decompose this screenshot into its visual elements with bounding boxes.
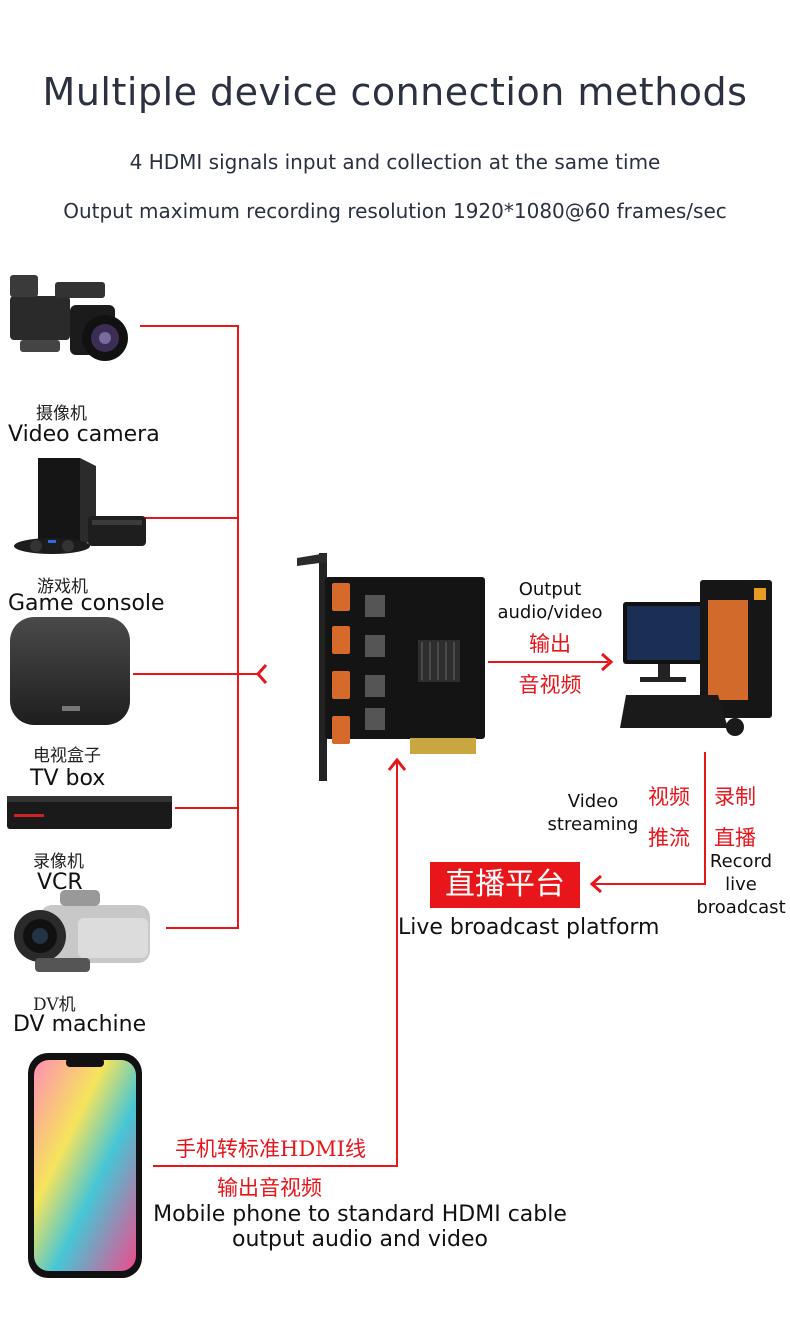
output-label-en-line1: Output	[518, 579, 582, 600]
capture-card-icon	[297, 553, 485, 781]
record-label-cn-line1: 录制	[714, 785, 756, 809]
device-label-cn-dv-machine: DV机	[33, 995, 76, 1015]
live-platform-label: Live broadcast platform	[398, 915, 660, 940]
desktop-pc-icon	[620, 580, 772, 736]
subtitle-resolution: Output maximum recording resolution 1920…	[63, 199, 727, 223]
record-label-en-line2: live	[725, 874, 757, 895]
dv-camcorder-icon	[14, 890, 150, 972]
live-platform-badge: 直播平台	[430, 862, 580, 908]
video-camera-icon	[10, 275, 128, 361]
subtitle-hdmi-inputs: 4 HDMI signals input and collection at t…	[129, 150, 661, 174]
mobile-label-en: Mobile phone to standard HDMI cable outp…	[140, 1202, 580, 1252]
device-label-tv-box: TV box	[30, 766, 106, 791]
mobile-label-cn-line1: 手机转标准HDMI线	[175, 1137, 366, 1161]
device-label-cn-vcr: 录像机	[33, 852, 84, 872]
streaming-label-cn-line1: 视频	[648, 785, 690, 809]
device-label-cn-game-console: 游戏机	[37, 577, 88, 597]
streaming-label-en-line1: Video	[567, 791, 619, 812]
streaming-label-en-line2: streaming	[547, 814, 639, 835]
tv-box-icon	[10, 617, 130, 725]
mobile-label-cn-line2: 输出音视频	[217, 1176, 322, 1200]
device-label-vcr: VCR	[37, 870, 83, 895]
record-label-en: Record live broadcast	[688, 850, 790, 919]
device-label-cn-tv-box: 电视盒子	[33, 746, 101, 766]
device-label-cn-video-camera: 摄像机	[36, 404, 87, 424]
connection-lines	[133, 325, 706, 1167]
vcr-icon	[7, 796, 172, 829]
output-label-cn-line2: 音视频	[518, 673, 582, 697]
mobile-phone-icon	[28, 1053, 142, 1278]
output-label-en: Output audio/video	[490, 578, 610, 624]
device-label-dv-machine: DV machine	[13, 1012, 147, 1037]
record-label-en-line3: broadcast	[696, 897, 786, 918]
record-label-en-line1: Record	[709, 851, 773, 872]
device-label-video-camera: Video camera	[8, 422, 160, 447]
output-label-cn-line1: 输出	[529, 632, 571, 656]
device-label-game-console: Game console	[8, 591, 165, 616]
streaming-label-cn-line2: 推流	[648, 826, 690, 850]
page-title: Multiple device connection methods	[42, 70, 748, 114]
output-label-en-line2: audio/video	[497, 602, 603, 623]
game-console-icon	[14, 458, 146, 554]
streaming-label-en: Video streaming	[543, 790, 643, 836]
record-label-cn-line2: 直播	[714, 826, 756, 850]
mobile-label-en-line2: output audio and video	[232, 1227, 488, 1252]
mobile-label-en-line1: Mobile phone to standard HDMI cable	[153, 1202, 567, 1227]
